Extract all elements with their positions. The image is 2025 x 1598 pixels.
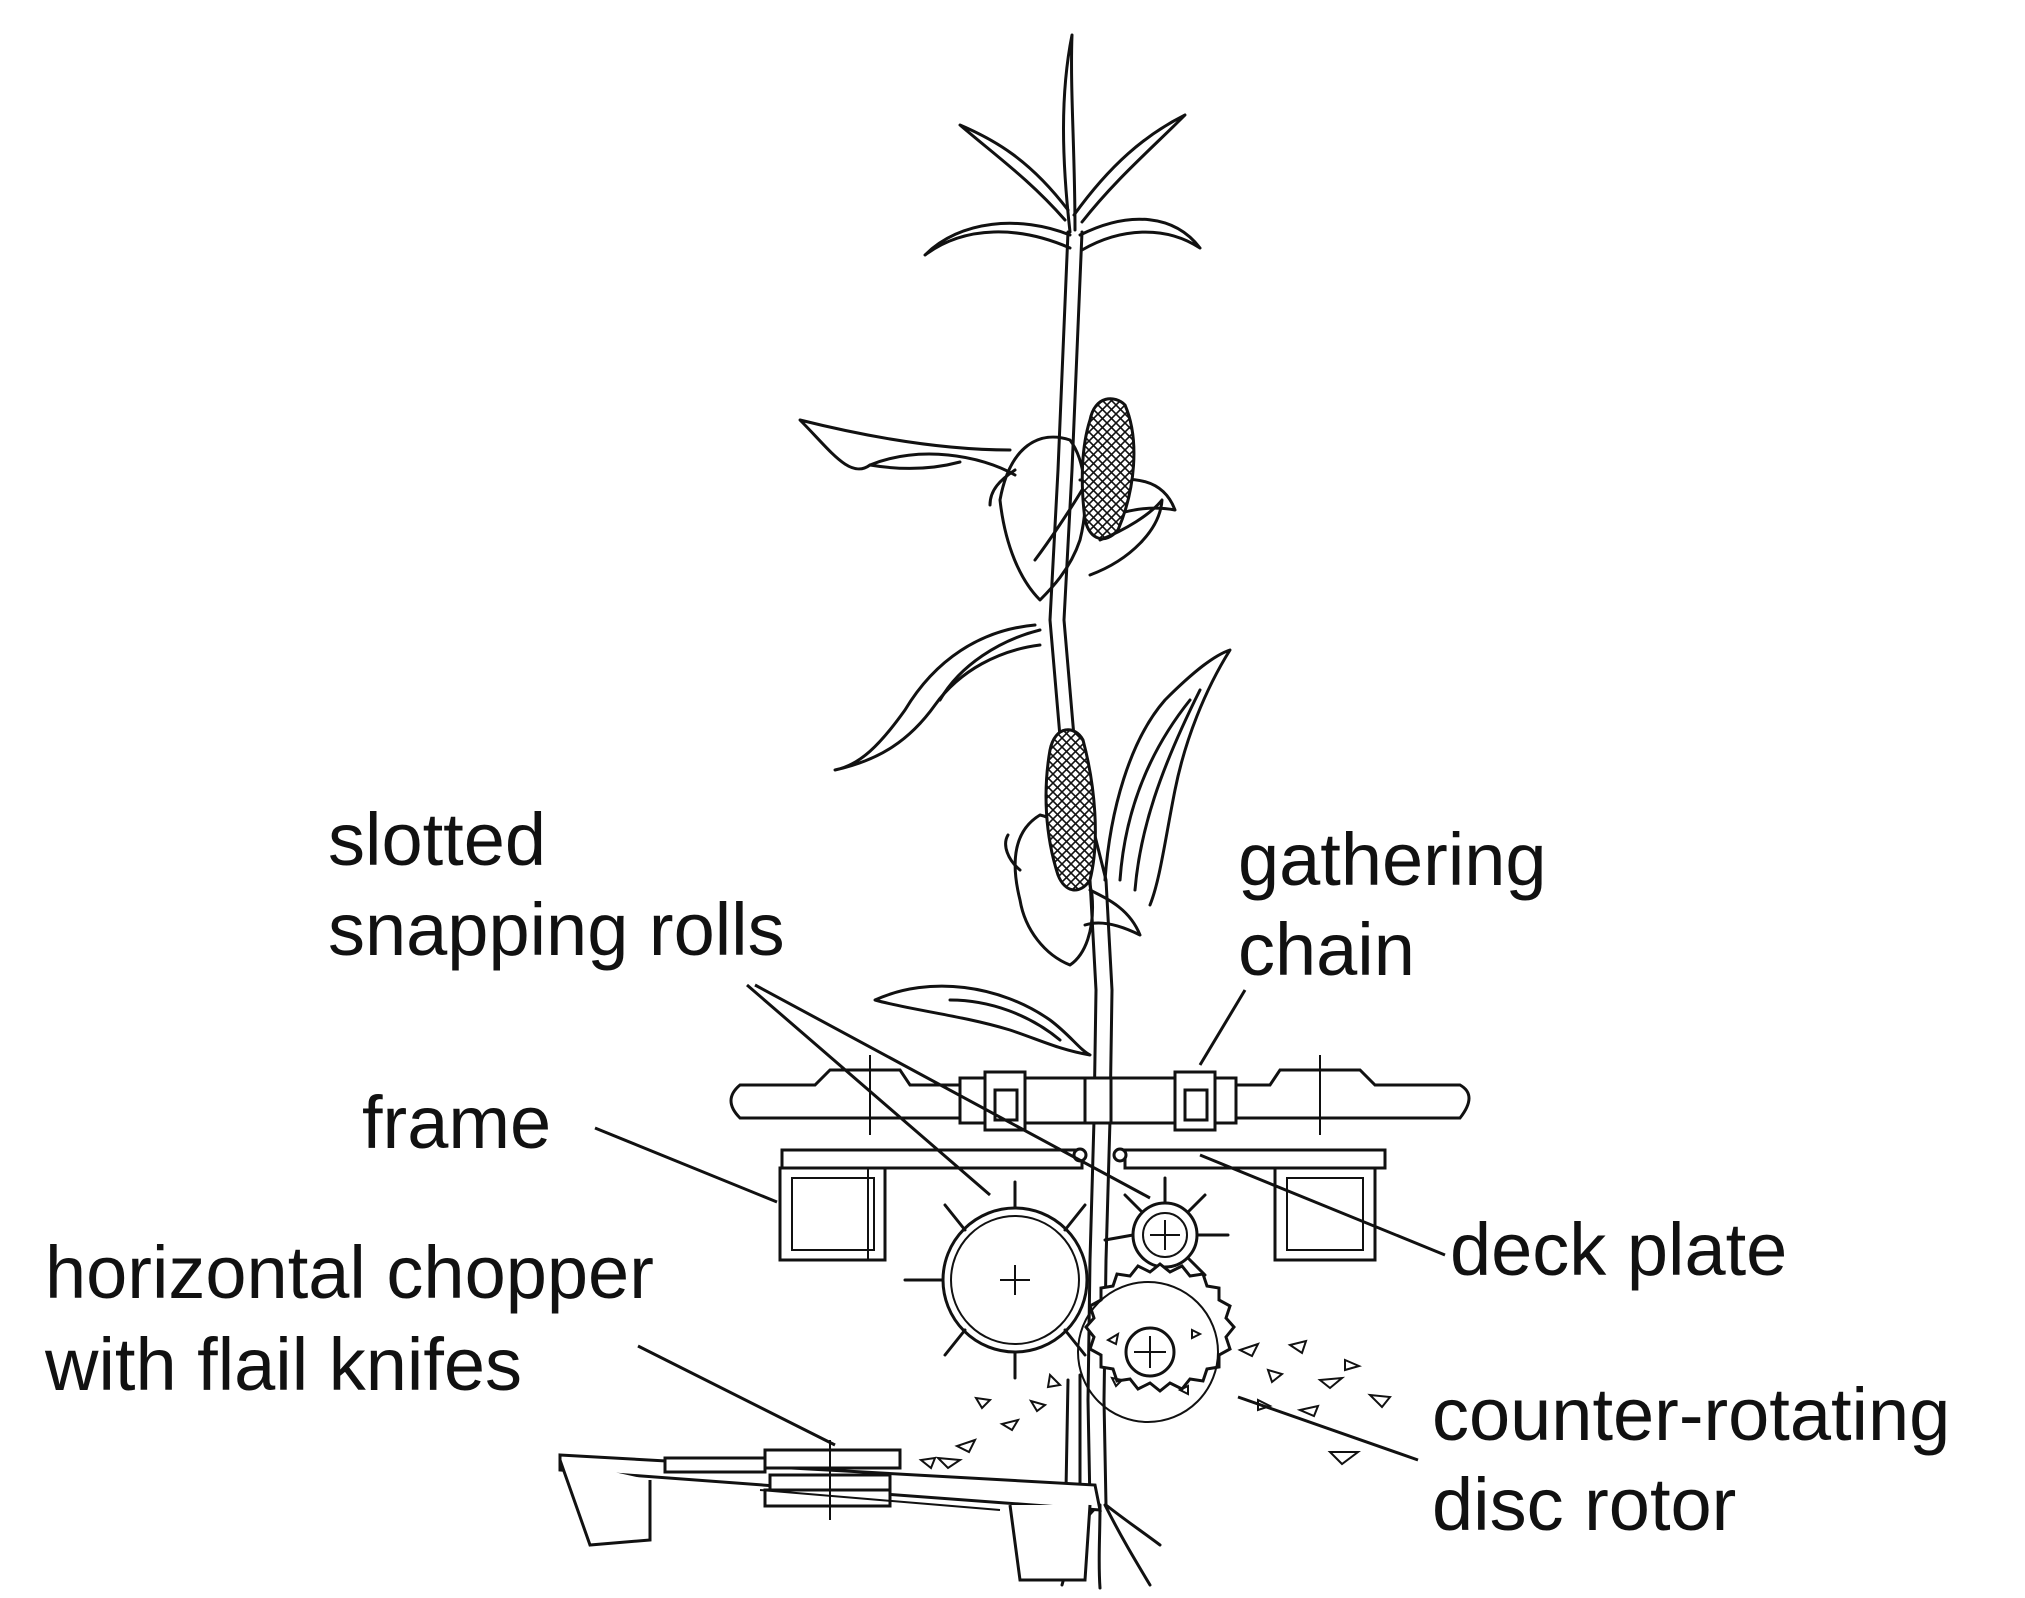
corn-cob-icon <box>1080 397 1136 541</box>
label-gathering-line2: chain <box>1238 908 1415 991</box>
label-rotor-line1: counter-rotating <box>1432 1373 1950 1456</box>
label-gathering-line1: gathering <box>1238 818 1547 901</box>
leader-lines <box>594 983 1446 1462</box>
leader-frame <box>594 1126 778 1204</box>
leader-snapping-roll-right <box>754 983 1151 1200</box>
frame <box>778 1148 1387 1262</box>
label-frame: frame <box>362 1081 551 1164</box>
label-slotted-line1: slotted <box>328 798 546 881</box>
leader-chopper <box>637 1344 836 1447</box>
chopped-stalk-debris <box>918 1339 1392 1492</box>
label-chopper-line1: horizontal chopper <box>45 1231 654 1314</box>
leader-gathering-chain <box>1198 989 1247 1066</box>
deck-plate <box>1072 1147 1128 1163</box>
snapping-roll-left <box>903 1180 1089 1380</box>
leader-deck-plate <box>1199 1153 1446 1257</box>
gathering-chain-assembly <box>729 1055 1471 1135</box>
label-chopper-line2: with flail knifes <box>44 1323 522 1406</box>
label-rotor-line2: disc rotor <box>1432 1463 1736 1546</box>
corn-cob-icon <box>1044 728 1097 892</box>
corn-plant-icon <box>798 33 1232 1590</box>
snapping-roll-right <box>1103 1176 1230 1277</box>
disc-rotor <box>1077 1262 1236 1423</box>
label-slotted-line2: snapping rolls <box>328 888 785 971</box>
horizontal-chopper <box>558 1440 1102 1582</box>
label-deck-plate: deck plate <box>1450 1208 1787 1291</box>
leader-disc-rotor <box>1237 1395 1419 1462</box>
leader-snapping-roll-left <box>746 983 991 1197</box>
